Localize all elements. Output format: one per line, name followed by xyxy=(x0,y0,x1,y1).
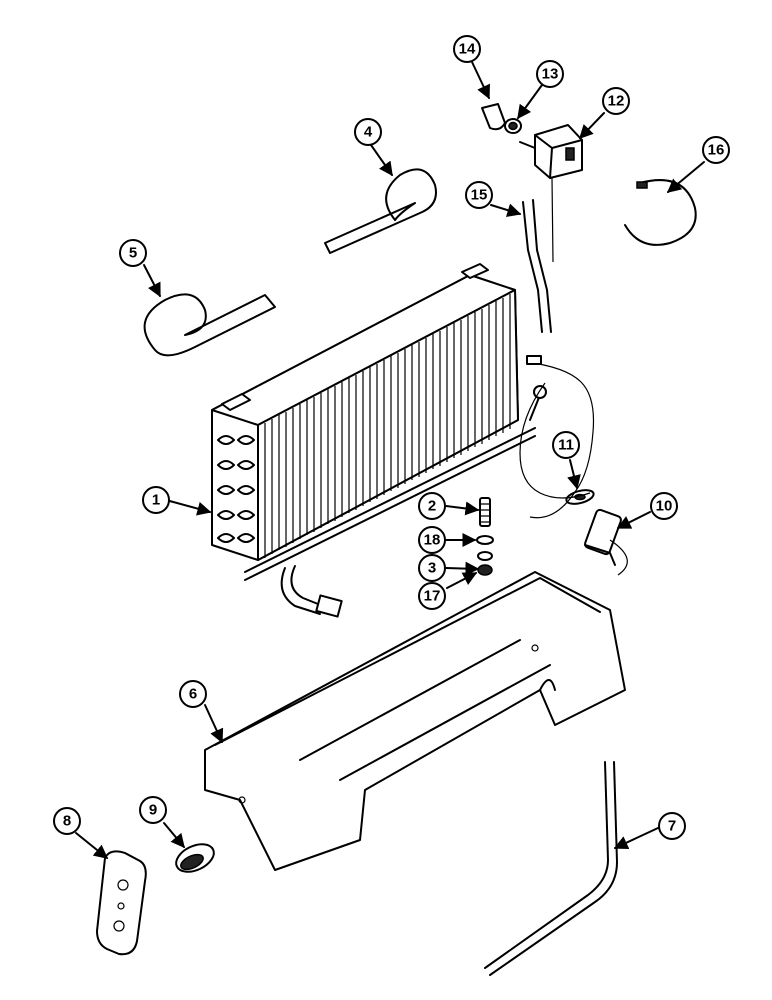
callout-5-label: 5 xyxy=(129,245,137,262)
callout-9-label: 9 xyxy=(149,802,157,819)
callout-1-label: 1 xyxy=(152,492,160,509)
tube-clip xyxy=(624,179,697,246)
callout-4-label: 4 xyxy=(364,124,373,141)
callout-10: 10 xyxy=(650,492,678,520)
expansion-valve xyxy=(584,508,628,576)
callout-16: 16 xyxy=(702,136,730,164)
callout-7: 7 xyxy=(658,812,686,840)
drain-tube xyxy=(484,761,618,976)
callout-15-label: 15 xyxy=(471,187,488,204)
callout-13: 13 xyxy=(536,60,564,88)
callout-11-label: 11 xyxy=(558,437,574,454)
callout-6-label: 6 xyxy=(189,686,197,703)
callout-4: 4 xyxy=(354,118,382,146)
drain-tray xyxy=(204,571,626,871)
callout-18-label: 18 xyxy=(424,532,441,549)
callout-8-label: 8 xyxy=(63,813,71,830)
foam-strip-coiled-large xyxy=(143,293,276,357)
callout-8: 8 xyxy=(53,807,81,835)
callout-3: 3 xyxy=(418,554,446,582)
thermostat-knob xyxy=(481,103,506,131)
callout-9: 9 xyxy=(139,796,167,824)
callout-7-label: 7 xyxy=(668,818,676,835)
callout-2: 2 xyxy=(418,492,446,520)
callout-12: 12 xyxy=(602,87,630,115)
core-return-bends xyxy=(217,435,255,543)
evaporator-core xyxy=(211,263,547,618)
callout-15: 15 xyxy=(465,181,493,209)
callout-3-label: 3 xyxy=(428,560,436,577)
thermostat-nut xyxy=(504,118,522,134)
sensing-tube xyxy=(522,199,552,333)
callout-11: 11 xyxy=(552,431,580,459)
callout-18: 18 xyxy=(418,526,446,554)
callout-17-label: 17 xyxy=(424,588,441,605)
callout-13-label: 13 xyxy=(542,66,559,83)
callout-16-label: 16 xyxy=(708,142,725,159)
thermostat-switch xyxy=(519,124,583,263)
callout-5: 5 xyxy=(119,239,147,267)
callout-14-label: 14 xyxy=(459,41,476,58)
callout-14: 14 xyxy=(453,35,481,63)
valve-gasket xyxy=(565,489,595,505)
stud-and-hardware xyxy=(476,497,494,576)
capillary-tube xyxy=(519,355,595,519)
grommet-plate xyxy=(96,850,147,956)
callout-6: 6 xyxy=(179,680,207,708)
leader-lines xyxy=(75,61,705,859)
callout-12-label: 12 xyxy=(608,93,625,110)
callout-17: 17 xyxy=(418,582,446,610)
foam-strip-coiled-small xyxy=(324,168,437,254)
core-fins xyxy=(264,294,511,558)
callout-2-label: 2 xyxy=(428,498,436,515)
grommet xyxy=(175,843,215,873)
callout-10-label: 10 xyxy=(656,498,673,515)
callout-1: 1 xyxy=(142,486,170,514)
